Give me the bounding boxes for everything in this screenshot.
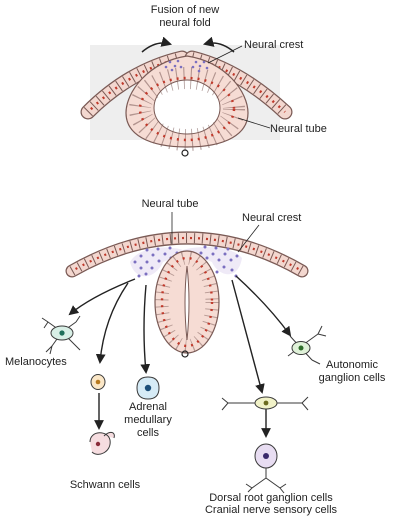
adrenal-medullary-cell <box>137 377 159 399</box>
adrenal-label-line2: medullary <box>113 414 183 427</box>
schwann-cell <box>90 432 114 454</box>
top-panel <box>88 43 285 156</box>
melanocyte-cell <box>42 316 80 354</box>
bipolar-sensory-neuron <box>222 397 308 410</box>
autonomic-label-line2: ganglion cells <box>312 372 392 385</box>
adrenal-label-line3: cells <box>113 427 183 440</box>
schwann-precursor-cell <box>91 375 105 390</box>
adrenal-label-line1: Adrenal <box>113 401 183 414</box>
schwann-cells-label: Schwann cells <box>55 479 155 492</box>
bottom-panel <box>42 212 326 493</box>
top-neural-crest-label: Neural crest <box>244 39 303 52</box>
fusion-label-line1: Fusion of new <box>125 4 245 17</box>
bottom-neural-crest-label: Neural crest <box>242 212 301 225</box>
cranial-nerve-sensory-label: Cranial nerve sensory cells <box>186 504 356 517</box>
autonomic-label-line1: Autonomic <box>312 359 392 372</box>
neural-tube-lumen <box>154 80 220 134</box>
top-neural-tube-label: Neural tube <box>270 123 327 136</box>
melanocytes-label: Melanocytes <box>5 356 67 369</box>
dorsal-root-ganglion-cell <box>246 444 286 493</box>
arrow-to-melanocytes <box>70 279 135 314</box>
fusion-label-line2: neural fold <box>125 17 245 30</box>
bottom-neural-tube-lumen <box>185 266 189 340</box>
bottom-neural-tube-label: Neural tube <box>120 198 220 211</box>
arrow-to-adrenal-medullary <box>144 285 146 372</box>
arrow-to-schwann-precursor <box>100 283 128 362</box>
